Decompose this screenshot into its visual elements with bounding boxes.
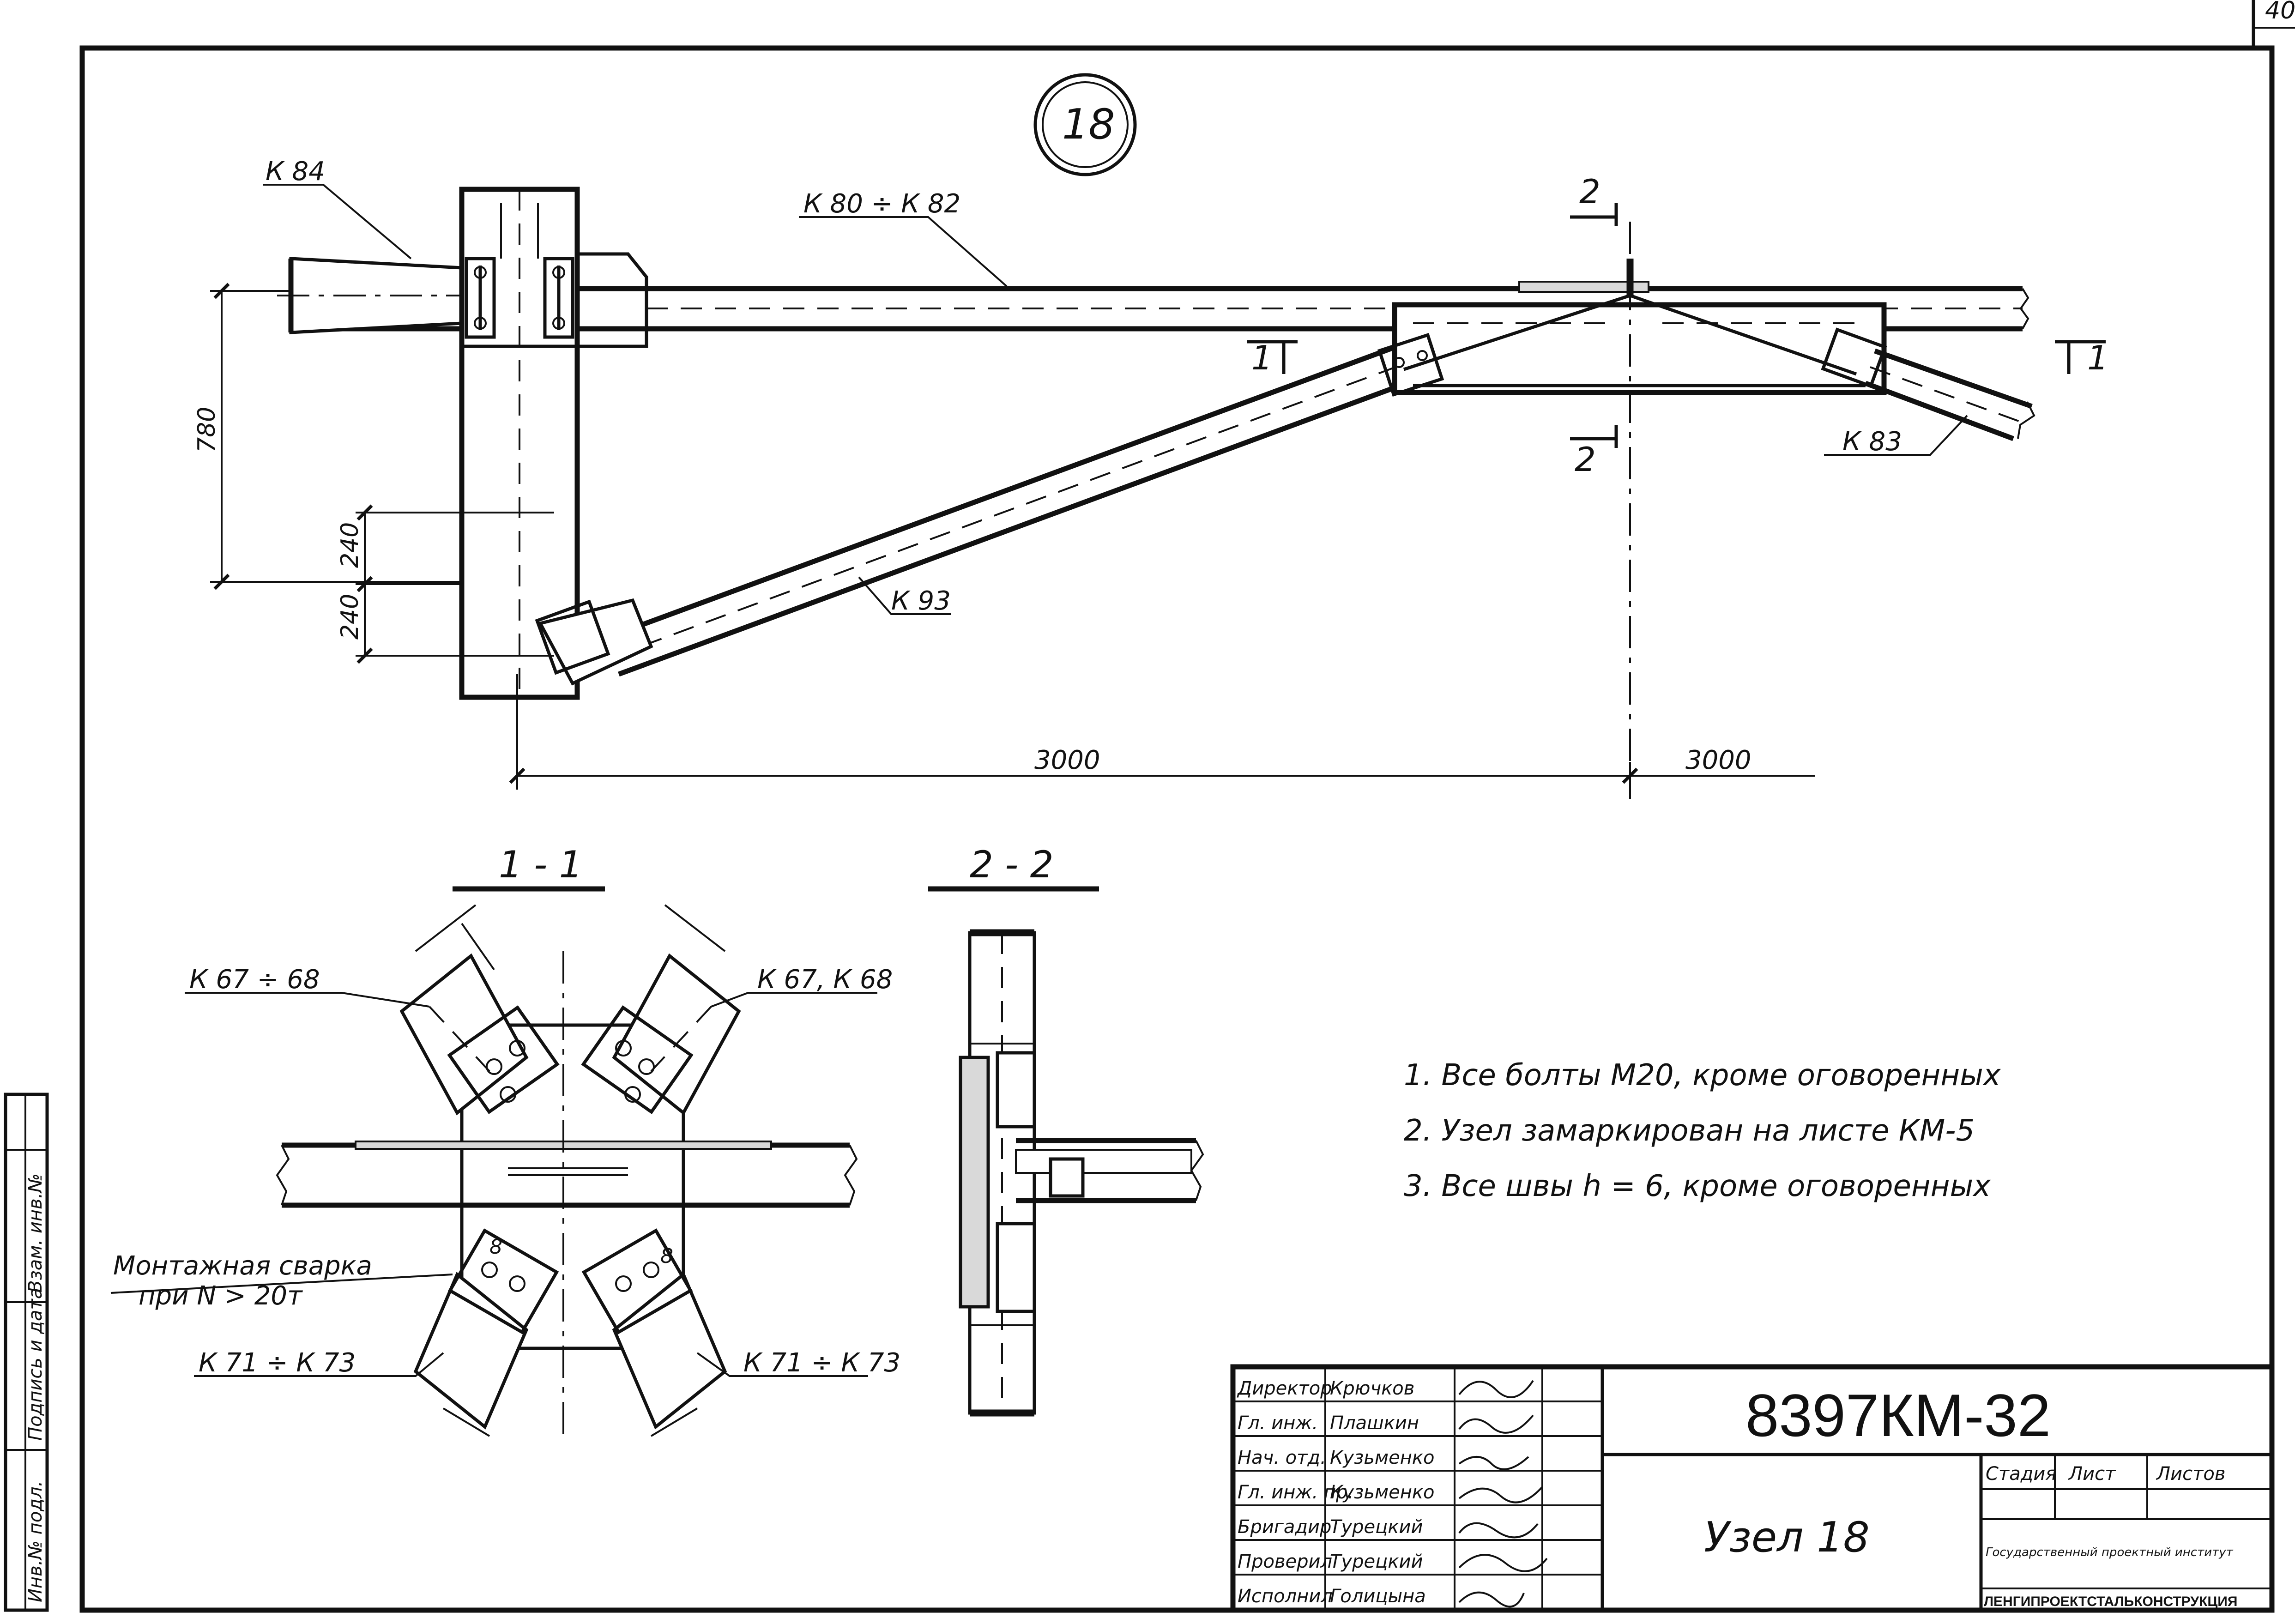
role-5: Бригадир xyxy=(1238,1516,1331,1538)
member-k93-diagonal xyxy=(535,334,1432,686)
note-3: 3. Все швы h = 6, кроме оговоренных xyxy=(1404,1169,1991,1203)
document-code: 8397КМ-32 xyxy=(1745,1382,2051,1449)
leader-k84 xyxy=(263,184,412,260)
leader-k80-k82 xyxy=(799,216,1008,287)
side-strip-cell-replace: Взам. инв.№ xyxy=(25,1173,46,1293)
section-1-1-view: 1 - 1 xyxy=(110,843,900,1437)
note-2: 2. Узел замаркирован на листе КМ-5 xyxy=(1404,1114,1975,1148)
dim-240-lower: 240 xyxy=(336,594,364,640)
name-3: Кузьменко xyxy=(1330,1447,1434,1468)
section-2-label-top: 2 xyxy=(1579,172,1600,211)
side-strip-cell-sign: Подпись и дата xyxy=(25,1288,46,1441)
title-block xyxy=(1230,1364,2275,1613)
page-number: 40 xyxy=(2265,0,2295,24)
section-2-2-view: 2 - 2 xyxy=(928,843,1204,1417)
label-k80-k82: К 80 ÷ К 82 xyxy=(803,189,960,219)
name-7: Голицына xyxy=(1330,1586,1426,1607)
main-view: 2 2 1 1 К 84 К 80 ÷ К 82 К 93 К 83 xyxy=(193,157,2108,799)
name-6: Турецкий xyxy=(1330,1551,1423,1572)
name-1: Крючков xyxy=(1330,1378,1414,1399)
organization-line1: Государственный проектный институт xyxy=(1986,1546,2234,1559)
general-notes: 1. Все болты М20, кроме оговоренных 2. У… xyxy=(1404,1058,2001,1203)
role-7: Исполнил xyxy=(1238,1586,1333,1607)
role-2: Гл. инж. xyxy=(1238,1413,1318,1434)
role-3: Нач. отд. xyxy=(1238,1447,1326,1468)
section-1-1-title: 1 - 1 xyxy=(499,843,583,886)
plate-mark-right: 8 xyxy=(660,1244,673,1268)
name-2: Плашкин xyxy=(1330,1413,1419,1434)
section-1-label-left: 1 xyxy=(1251,338,1273,377)
section-1-label-lower-right: К 71 ÷ К 73 xyxy=(743,1348,900,1378)
dim-3000-left: 3000 xyxy=(1034,745,1100,775)
section-1-marks xyxy=(1247,340,2106,374)
section-1-label-upper-left: К 67 ÷ 68 xyxy=(189,965,320,995)
role-6: Проверил xyxy=(1238,1551,1332,1572)
section-2-marks xyxy=(1570,203,1618,448)
leader-k93 xyxy=(858,576,951,615)
member-k83-diagonal xyxy=(1821,327,2035,441)
plate-mark-left: 8 xyxy=(489,1235,502,1259)
side-strip: Инв.№ подл. Подпись и дата Взам. инв.№ xyxy=(4,1093,49,1612)
weld-note-line2: при N > 20т xyxy=(139,1281,303,1311)
weld-note-line1: Монтажная сварка xyxy=(113,1251,372,1281)
label-k93: К 93 xyxy=(891,586,951,616)
name-4: Кузьменко xyxy=(1330,1482,1434,1503)
role-1: Директор xyxy=(1237,1378,1332,1399)
dimension-lines xyxy=(210,283,1815,790)
stage-header-sheets: Листов xyxy=(2156,1463,2225,1485)
node-number-marker: 18 xyxy=(1033,73,1137,176)
section-1-label-upper-right: К 67, К 68 xyxy=(757,965,893,995)
member-k84 xyxy=(277,257,464,334)
role-4: Гл. инж. пр. xyxy=(1238,1482,1353,1503)
section-1-label-lower-left: К 71 ÷ К 73 xyxy=(199,1348,356,1378)
section-2-2-title: 2 - 2 xyxy=(970,843,1054,886)
dim-240-upper: 240 xyxy=(336,522,364,568)
stage-header-sheet: Лист xyxy=(2068,1463,2116,1485)
leader-k83 xyxy=(1824,415,1968,456)
note-1: 1. Все болты М20, кроме оговоренных xyxy=(1404,1058,2001,1093)
dim-3000-right: 3000 xyxy=(1685,745,1751,775)
organization-line2: ЛЕНГИПРОЕКТСТАЛЬКОНСТРУКЦИЯ xyxy=(1984,1594,2237,1609)
sheet-frame xyxy=(79,0,2295,1613)
title-block-staff: Директор Гл. инж. Нач. отд. Гл. инж. пр.… xyxy=(1237,1378,1548,1608)
name-5: Турецкий xyxy=(1330,1516,1423,1538)
section-1-label-right: 1 xyxy=(2087,338,2108,377)
dim-780: 780 xyxy=(193,407,221,453)
node-number: 18 xyxy=(1062,100,1115,149)
stage-header-stage: Стадия xyxy=(1986,1463,2056,1485)
center-node-plate xyxy=(1377,259,1887,397)
side-strip-cell-inv: Инв.№ подл. xyxy=(25,1481,46,1602)
section-2-label-bottom: 2 xyxy=(1575,440,1596,479)
label-k83: К 83 xyxy=(1842,427,1902,457)
top-gusset-plate xyxy=(575,252,648,348)
label-k84: К 84 xyxy=(266,157,325,187)
drawing-title: Узел 18 xyxy=(1704,1513,1870,1562)
